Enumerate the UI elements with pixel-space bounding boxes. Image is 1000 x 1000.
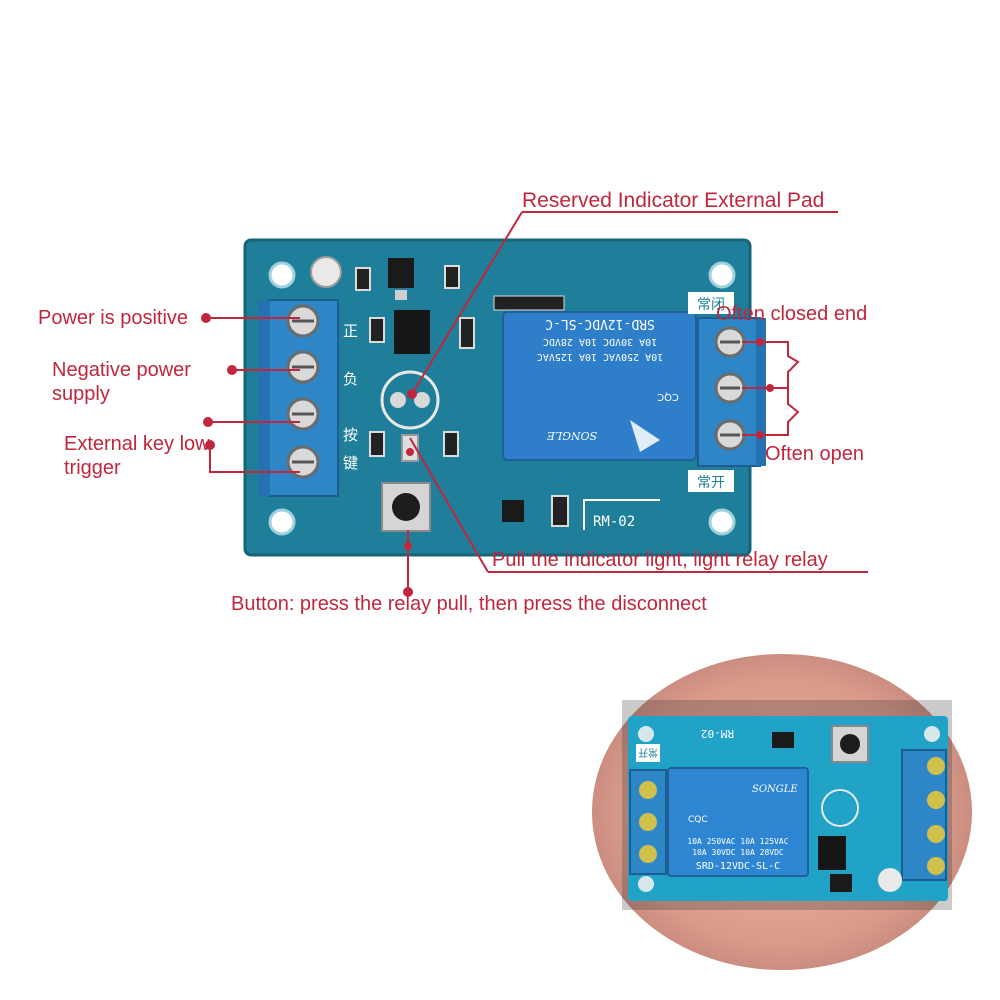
- inset-relay-model: SRD-12VDC-SL-C: [696, 861, 780, 872]
- smd-component: [443, 431, 459, 457]
- smd-component: [369, 317, 385, 343]
- silk-key: 按: [343, 426, 358, 444]
- capacitor: [310, 256, 342, 288]
- negative-power-callout: Negative power supply: [52, 359, 191, 405]
- relay-terminal-block: [697, 317, 766, 467]
- screw-terminal: [714, 372, 746, 404]
- external-key-callout: External key low trigger: [64, 433, 210, 479]
- silk-normally-closed: 常闭: [697, 297, 725, 313]
- mount-hole: [708, 261, 736, 289]
- smd-resistor: [444, 265, 460, 289]
- smd-resistor: [355, 267, 371, 291]
- inset-relay: [667, 767, 809, 877]
- smd-component: [551, 495, 569, 527]
- silk-labels-left: 正 负 按 键: [343, 322, 358, 472]
- silk-key2: 键: [343, 454, 358, 472]
- ic-chip: [394, 310, 430, 354]
- screw-terminal: [286, 304, 320, 338]
- inset-model-label: RM-02: [701, 727, 734, 740]
- silk-negative: 负: [343, 370, 358, 388]
- power-terminal-block: [258, 299, 339, 497]
- inset-relay-brand: SONGLE: [752, 784, 798, 795]
- relay-model: SRD-12VDC-SL-C: [545, 316, 655, 331]
- screw-terminal: [286, 445, 320, 479]
- silk-positive: 正: [343, 322, 358, 340]
- relay-cert: CQC: [657, 391, 679, 402]
- main-pcb: 正 负 按 键 RM-02 SRD-1: [243, 238, 766, 557]
- inset-silk-normally-open: 常开: [638, 746, 658, 759]
- callout-lines: [201, 211, 868, 597]
- inset-relay-rating-2: 10A 30VDC 10A 28VDC: [692, 848, 784, 857]
- relay-brand: SONGLE: [547, 429, 597, 442]
- power-positive-callout: Power is positive: [38, 307, 189, 329]
- mount-hole: [708, 508, 736, 536]
- relay-rating-2: 10A 250VAC 10A 125VAC: [537, 351, 663, 362]
- silk-normally-open: 常开: [697, 475, 725, 491]
- often-open-callout: Often open: [765, 443, 864, 465]
- inset-pcb: SONGLE CQC 10A 250VAC 10A 125VAC 10A 30V…: [628, 716, 948, 901]
- screw-terminal: [286, 350, 320, 384]
- inset-relay-rating-1: 10A 250VAC 10A 125VAC: [687, 837, 788, 846]
- smd-component: [459, 317, 475, 349]
- smd-component: [369, 431, 385, 457]
- button-callout: Button: press the relay pull, then press…: [231, 593, 707, 615]
- pull-indicator-callout: Pull the indicator light, light relay re…: [492, 549, 828, 571]
- smd-pair: [493, 295, 565, 311]
- screw-terminal: [714, 326, 746, 358]
- model-label: RM-02: [593, 514, 635, 530]
- often-closed-callout: Often closed end: [716, 303, 868, 325]
- inset-photo: SONGLE CQC 10A 250VAC 10A 125VAC 10A 30V…: [592, 654, 972, 970]
- screw-terminal: [286, 397, 320, 431]
- transistor: [388, 258, 414, 288]
- screw-terminal: [714, 419, 746, 451]
- mount-hole: [268, 508, 296, 536]
- relay-rating-1: 10A 30VDC 10A 28VDC: [543, 336, 657, 347]
- transistor: [502, 500, 524, 522]
- relay: SRD-12VDC-SL-C 10A 30VDC 10A 28VDC 10A 2…: [502, 311, 697, 461]
- reserved-indicator-callout: Reserved Indicator External Pad: [522, 189, 825, 212]
- push-button: [381, 482, 431, 532]
- reserved-indicator-pad: [380, 370, 440, 430]
- mount-hole: [268, 261, 296, 289]
- inset-relay-cert: CQC: [688, 815, 708, 825]
